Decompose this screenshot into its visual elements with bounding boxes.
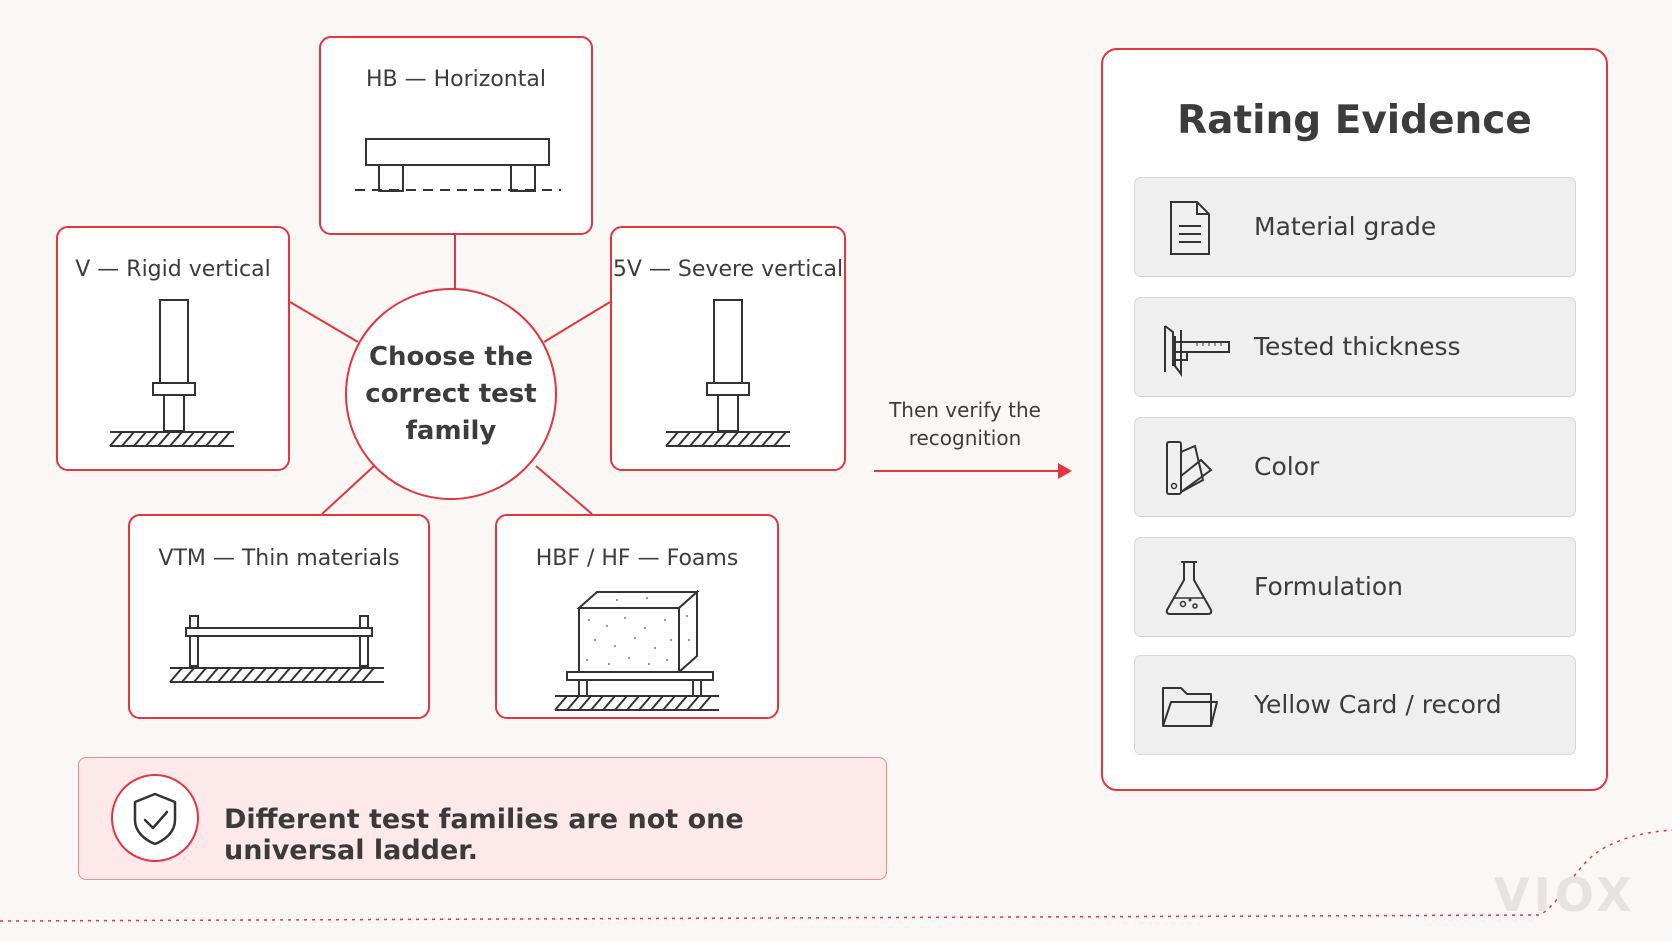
note-banner: Different test families are not one univ… xyxy=(78,757,887,880)
horizontal-specimen-icon xyxy=(355,138,561,192)
family-label: HBF / HF — Foams xyxy=(535,546,739,571)
decorative-dotted-line xyxy=(0,829,1672,922)
flask-icon xyxy=(1165,561,1213,615)
vertical-specimen-icon xyxy=(109,299,234,447)
family-label: V — Rigid vertical xyxy=(75,257,271,282)
arrow-label: Then verify the recognition xyxy=(889,398,1041,450)
rating-evidence-panel: Rating Evidence Material grade Tested th… xyxy=(1101,48,1608,791)
document-icon xyxy=(1170,201,1210,255)
evidence-label: Yellow Card / record xyxy=(1254,690,1502,719)
family-card-5v: 5V — Severe vertical xyxy=(610,226,846,471)
family-label: HB — Horizontal xyxy=(366,67,546,92)
thin-material-specimen-icon xyxy=(169,615,384,683)
flow-arrow xyxy=(874,463,1072,479)
caliper-icon xyxy=(1164,325,1230,377)
evidence-item-formulation: Formulation xyxy=(1134,537,1576,637)
evidence-label: Color xyxy=(1254,452,1320,481)
foam-specimen-icon xyxy=(554,589,719,711)
family-card-hb: HB — Horizontal xyxy=(319,36,593,235)
evidence-label: Tested thickness xyxy=(1254,332,1461,361)
family-card-vtm: VTM — Thin materials xyxy=(128,514,430,719)
family-label: 5V — Severe vertical xyxy=(612,257,844,282)
family-card-v: V — Rigid vertical xyxy=(56,226,290,471)
evidence-label: Formulation xyxy=(1254,572,1403,601)
color-swatch-icon xyxy=(1166,441,1213,495)
evidence-item-yellow-card: Yellow Card / record xyxy=(1134,655,1576,755)
center-node: Choose the correct test family xyxy=(345,288,557,500)
family-card-hbf: HBF / HF — Foams xyxy=(495,514,779,719)
family-label: VTM — Thin materials xyxy=(158,546,400,571)
brand-logo: VIOX xyxy=(1494,868,1636,922)
evidence-item-color: Color xyxy=(1134,417,1576,517)
shield-check-icon xyxy=(111,774,199,862)
severe-vertical-specimen-icon xyxy=(665,299,790,447)
evidence-item-tested-thickness: Tested thickness xyxy=(1134,297,1576,397)
evidence-item-material-grade: Material grade xyxy=(1134,177,1576,277)
note-text: Different test families are not one univ… xyxy=(224,804,744,866)
folder-icon xyxy=(1162,687,1218,727)
evidence-label: Material grade xyxy=(1254,212,1437,241)
panel-title: Rating Evidence xyxy=(1177,98,1532,143)
